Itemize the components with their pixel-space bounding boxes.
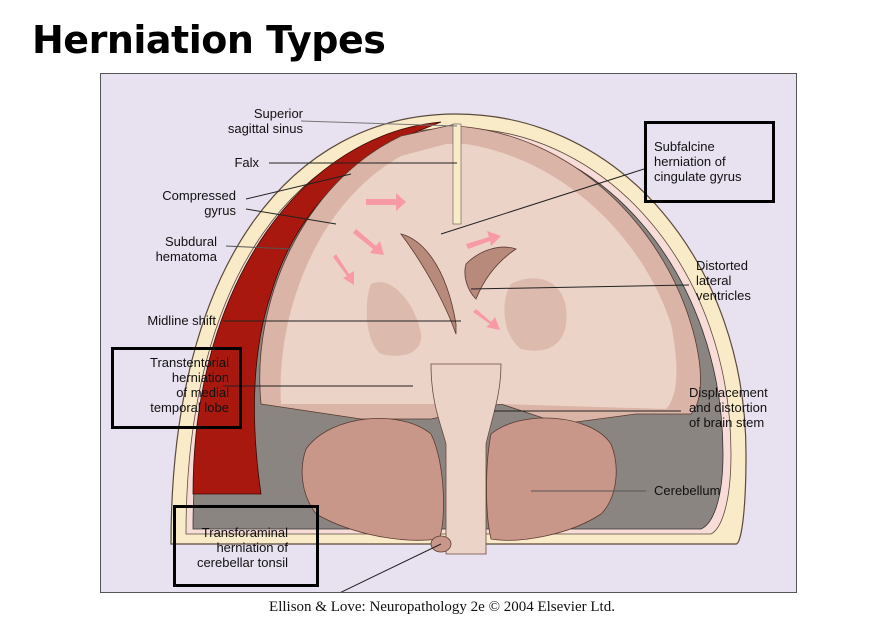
leader-compressed-gyrus-1 (245, 173, 352, 200)
leader-lines (223, 120, 690, 592)
shift-arrow (466, 231, 501, 249)
slide-title: Herniation Types (32, 18, 386, 62)
cerebellum-right (486, 417, 617, 541)
shift-arrow (366, 193, 406, 211)
leader-distorted-ventricles (470, 284, 690, 290)
leader-superior-sagittal-sinus (300, 120, 458, 127)
shift-arrow (333, 254, 354, 285)
lateral-ventricle-left (400, 233, 457, 335)
label-falx: Falx (234, 155, 259, 170)
basal-ganglia-left (366, 282, 422, 356)
shift-arrow (353, 229, 384, 255)
label-distorted-lateral-ventricles: Distorted lateral ventricles (696, 258, 751, 303)
label-subfalcine-herniation: Subfalcine herniation of cingulate gyrus (654, 139, 742, 184)
basal-ganglia-right (504, 278, 567, 351)
label-superior-sagittal-sinus: Superior sagittal sinus (227, 106, 303, 136)
leader-subdural-hematoma (225, 245, 292, 250)
box-subfalcine-herniation: Subfalcine herniation of cingulate gyrus (644, 121, 775, 203)
leader-subfalcine (440, 168, 645, 235)
brain-herniation-figure: Superior sagittal sinus Falx Compressed … (100, 73, 797, 593)
brain-illustration (170, 113, 747, 592)
label-transforaminal-herniation: Transforaminal herniation of cerebellar … (196, 525, 288, 570)
label-midline-shift: Midline shift (147, 313, 216, 328)
shift-arrows (333, 193, 501, 330)
label-subdural-hematoma: Subdural hematoma (155, 234, 217, 264)
label-brain-stem-displacement: Displacement and distortion of brain ste… (689, 385, 768, 430)
falx (452, 123, 462, 225)
figure-caption: Ellison & Love: Neuropathology 2e © 2004… (269, 599, 615, 615)
label-compressed-gyrus: Compressed gyrus (162, 188, 236, 218)
leader-compressed-gyrus-2 (245, 208, 337, 225)
leader-transforaminal (340, 543, 442, 592)
shift-arrow (473, 309, 500, 330)
box-transtentorial-herniation: Transtentorial herniation of medial temp… (111, 347, 242, 429)
label-transtentorial-herniation: Transtentorial herniation of medial temp… (150, 355, 229, 415)
box-transforaminal-herniation: Transforaminal herniation of cerebellar … (173, 505, 319, 587)
label-cerebellum: Cerebellum (654, 483, 721, 498)
brain-stem (430, 363, 502, 555)
lateral-ventricle-right (464, 246, 517, 300)
